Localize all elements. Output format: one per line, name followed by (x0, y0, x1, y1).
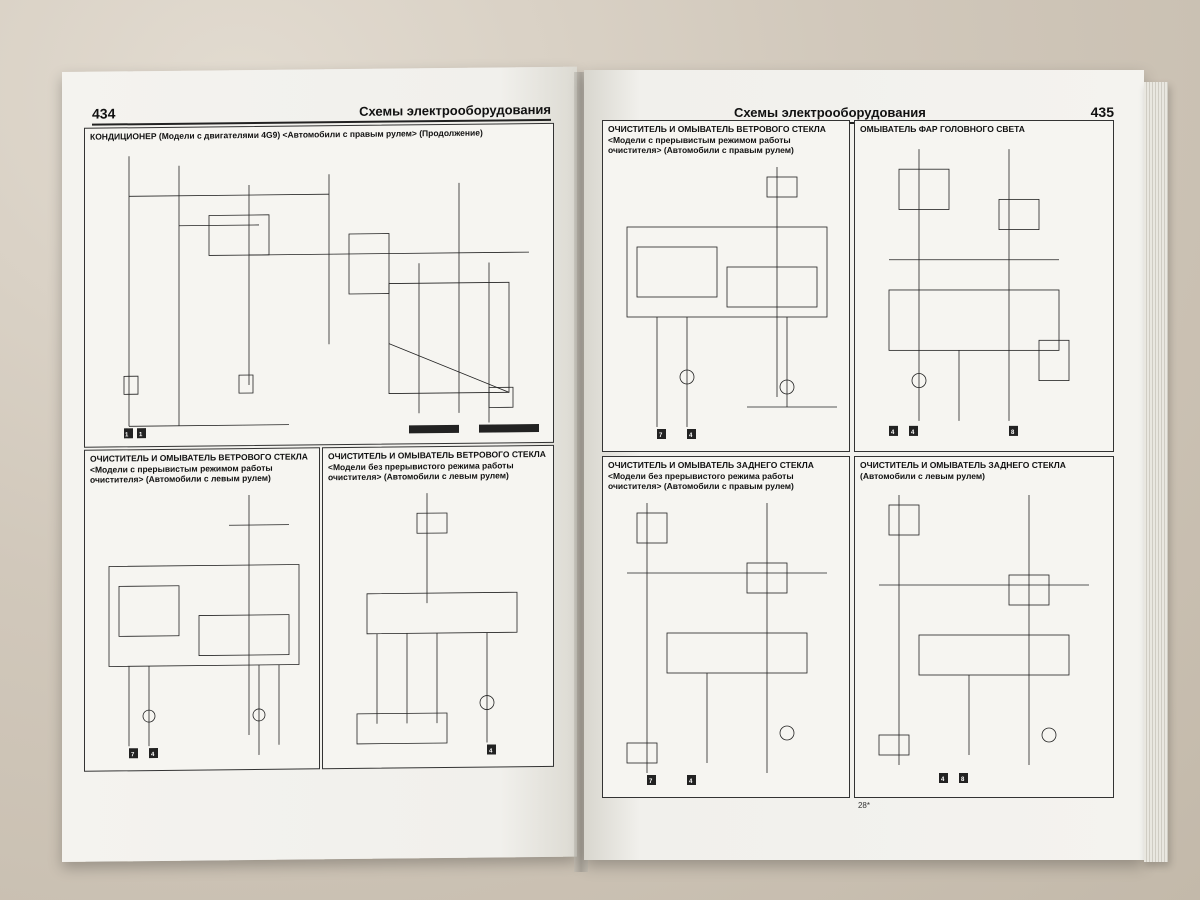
right-page-number: 435 (1090, 104, 1114, 120)
terminal-label: 4 (891, 430, 895, 436)
panel-rear-wiper-lhd: ОЧИСТИТЕЛЬ И ОМЫВАТЕЛЬ ЗАДНЕГО СТЕКЛА (А… (854, 456, 1114, 798)
panel-subtitle: <Модели с прерывистым режимом работы очи… (90, 462, 273, 485)
panel-windshield-wiper-no-intermittent-lhd: ОЧИСТИТЕЛЬ И ОМЫВАТЕЛЬ ВЕТРОВОГО СТЕКЛА … (322, 444, 554, 770)
terminal-label: 4 (911, 430, 915, 436)
terminal-label: 1 (125, 432, 129, 438)
panel-windshield-wiper-intermittent-rhd: ОЧИСТИТЕЛЬ И ОМЫВАТЕЛЬ ВЕТРОВОГО СТЕКЛА … (602, 120, 850, 452)
terminal-label: 4 (689, 433, 693, 439)
terminal-label: 4 (489, 748, 493, 754)
wiring-diagram: 7 4 (607, 157, 845, 447)
right-page-header-title: Схемы электрооборудования (734, 105, 926, 120)
left-page-header: 434 Схемы электрооборудования (92, 96, 551, 126)
page-edges (1144, 82, 1168, 862)
panel-subtitle: <Модели с прерывистым режимом работы очи… (608, 134, 794, 156)
panel-title: ОЧИСТИТЕЛЬ И ОМЫВАТЕЛЬ ВЕТРОВОГО СТЕКЛА … (90, 451, 314, 485)
panel-windshield-wiper-intermittent-lhd: ОЧИСТИТЕЛЬ И ОМЫВАТЕЛЬ ВЕТРОВОГО СТЕКЛА … (84, 447, 320, 772)
panel-subtitle: <Модели без прерывистого режима работы о… (608, 470, 794, 492)
panel-subtitle: <Модели без прерывистого режима работы о… (328, 459, 514, 483)
left-page-header-title: Схемы электрооборудования (359, 101, 551, 119)
wiring-diagram: 1 1 (89, 142, 549, 443)
wiring-diagram: 4 (327, 482, 549, 764)
left-page-number: 434 (92, 105, 116, 122)
panel-rear-wiper-no-intermittent-rhd: ОЧИСТИТЕЛЬ И ОМЫВАТЕЛЬ ЗАДНЕГО СТЕКЛА <М… (602, 456, 850, 798)
terminal-label: 1 (139, 432, 143, 438)
right-page: Схемы электрооборудования 435 ОЧИСТИТЕЛЬ… (584, 70, 1144, 860)
wiring-diagram: 7 4 (607, 493, 845, 793)
open-manual: 434 Схемы электрооборудования КОНДИЦИОНЕ… (62, 66, 1172, 872)
left-page: 434 Схемы электрооборудования КОНДИЦИОНЕ… (62, 66, 577, 862)
terminal-label: 4 (151, 752, 155, 758)
panel-title: ОЧИСТИТЕЛЬ И ОМЫВАТЕЛЬ ЗАДНЕГО СТЕКЛА <М… (608, 460, 844, 492)
panel-air-conditioner: КОНДИЦИОНЕР (Модели с двигателями 4G9) <… (84, 122, 554, 448)
panel-headlight-washer: ОМЫВАТЕЛЬ ФАР ГОЛОВНОГО СВЕТА (854, 120, 1114, 452)
page-footer-mark: 28* (857, 801, 870, 810)
wiring-diagram: 7 4 (89, 484, 315, 766)
terminal-label: 7 (659, 433, 663, 439)
panel-title: ОЧИСТИТЕЛЬ И ОМЫВАТЕЛЬ ЗАДНЕГО СТЕКЛА (А… (860, 460, 1108, 481)
wiring-diagram: 4 8 (859, 485, 1109, 793)
panel-subtitle: (Автомобили с левым рулем) (860, 470, 985, 481)
terminal-label: 8 (961, 777, 965, 783)
terminal-label: 7 (131, 752, 135, 758)
panel-title: КОНДИЦИОНЕР (Модели с двигателями 4G9) <… (90, 127, 483, 142)
panel-title: ОЧИСТИТЕЛЬ И ОМЫВАТЕЛЬ ВЕТРОВОГО СТЕКЛА … (328, 449, 548, 483)
terminal-label: 4 (941, 777, 945, 783)
terminal-label: 8 (1011, 430, 1015, 436)
terminal-label: 4 (689, 779, 693, 785)
terminal-label: 7 (649, 779, 653, 785)
wiring-diagram: 4 4 8 (859, 139, 1109, 447)
panel-title: ОМЫВАТЕЛЬ ФАР ГОЛОВНОГО СВЕТА (860, 124, 1025, 134)
panel-title: ОЧИСТИТЕЛЬ И ОМЫВАТЕЛЬ ВЕТРОВОГО СТЕКЛА … (608, 124, 844, 156)
